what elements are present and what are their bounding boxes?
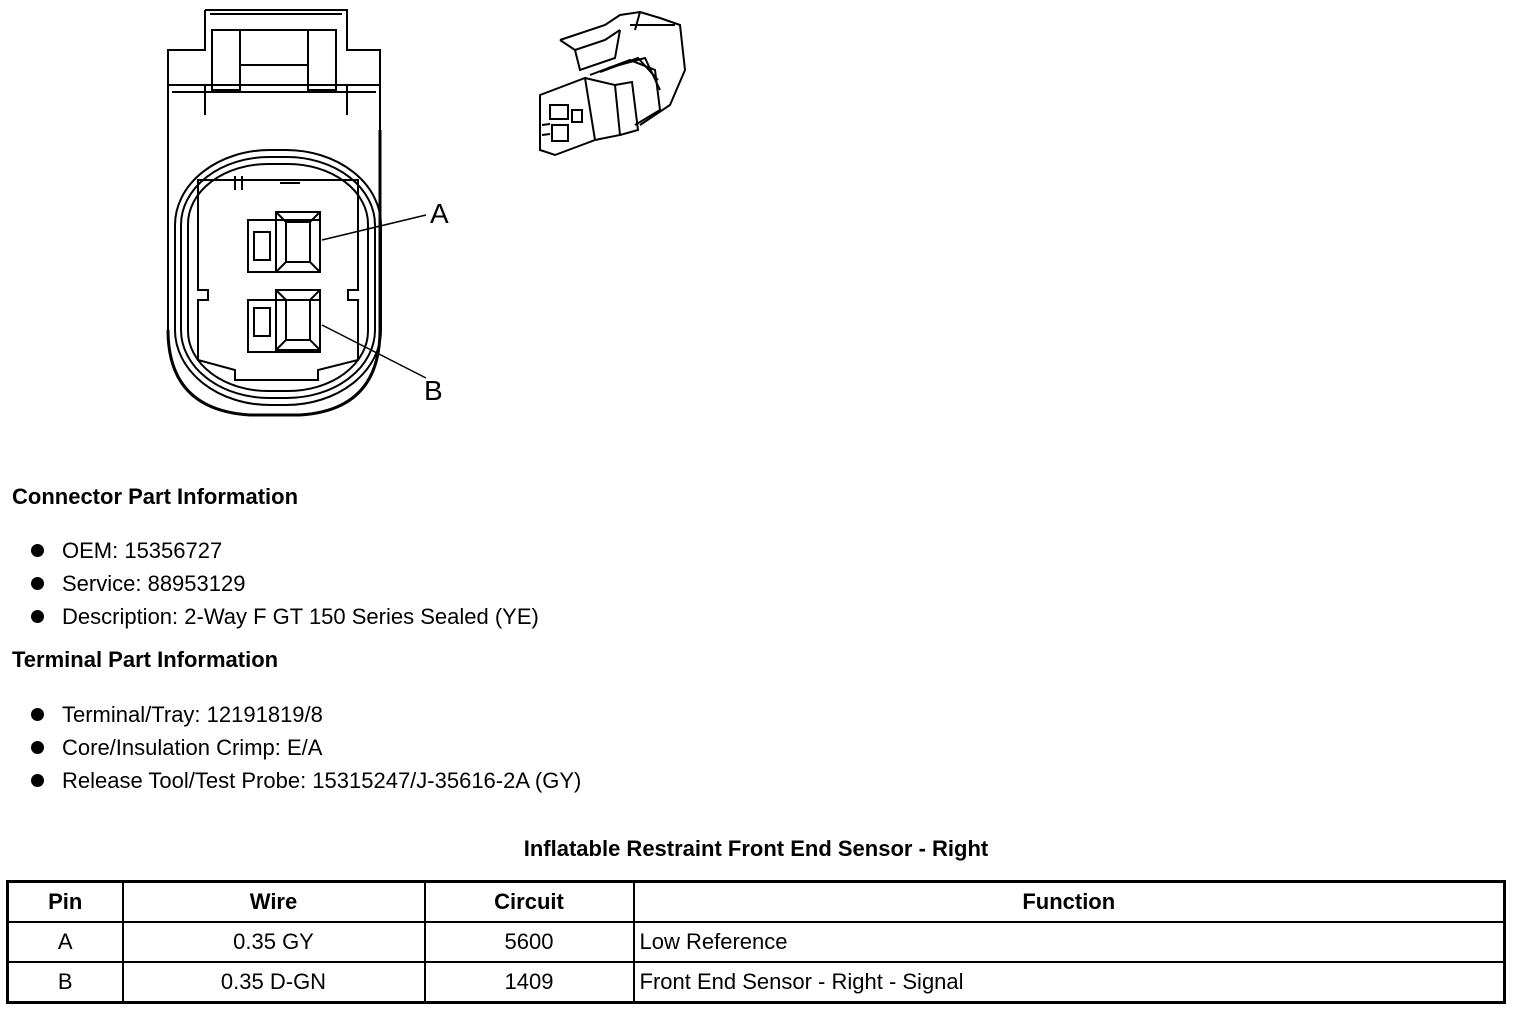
cell-pin: A (6, 921, 124, 963)
connector-isometric-diagram (539, 10, 687, 157)
cell-circuit: 1409 (423, 961, 635, 1004)
cell-function: Low Reference (632, 921, 1506, 963)
list-item: Core/Insulation Crimp: E/A (28, 731, 581, 764)
terminal-info-heading: Terminal Part Information (12, 647, 279, 672)
list-item: OEM: 15356727 (28, 534, 539, 567)
cell-pin: B (6, 961, 124, 1004)
terminal-info-list: Terminal/Tray: 12191819/8 Core/Insulatio… (28, 698, 581, 797)
list-item: Service: 88953129 (28, 567, 539, 600)
list-item: Release Tool/Test Probe: 15315247/J-3561… (28, 764, 581, 797)
connector-info-heading: Connector Part Information (12, 484, 299, 509)
list-item: Description: 2-Way F GT 150 Series Seale… (28, 600, 539, 633)
table-header-row: Pin Wire Circuit Function (6, 880, 1506, 923)
bullet-icon (31, 774, 44, 787)
table-title: Inflatable Restraint Front End Sensor - … (523, 836, 989, 861)
table-row: B 0.35 D-GN 1409 Front End Sensor - Righ… (6, 961, 1506, 1004)
bullet-icon (31, 577, 44, 590)
cell-wire: 0.35 D-GN (121, 961, 426, 1004)
connector-info-list: OEM: 15356727 Service: 88953129 Descript… (28, 534, 539, 633)
bullet-icon (31, 544, 44, 557)
bullet-icon (31, 741, 44, 754)
header-function: Function (632, 880, 1506, 923)
connector-face-diagram: A B (166, 9, 449, 417)
table-row: A 0.35 GY 5600 Low Reference (6, 921, 1506, 963)
pinout-table: Pin Wire Circuit Function A 0.35 GY 5600… (6, 880, 1506, 1004)
header-pin: Pin (6, 880, 124, 923)
list-item: Terminal/Tray: 12191819/8 (28, 698, 581, 731)
header-wire: Wire (121, 880, 426, 923)
header-circuit: Circuit (423, 880, 635, 923)
cell-function: Front End Sensor - Right - Signal (632, 961, 1506, 1004)
bullet-icon (31, 708, 44, 721)
pin-a-label: A (430, 198, 449, 229)
cell-circuit: 5600 (423, 921, 635, 963)
bullet-icon (31, 610, 44, 623)
cell-wire: 0.35 GY (121, 921, 426, 963)
pin-b-label: B (424, 375, 443, 406)
